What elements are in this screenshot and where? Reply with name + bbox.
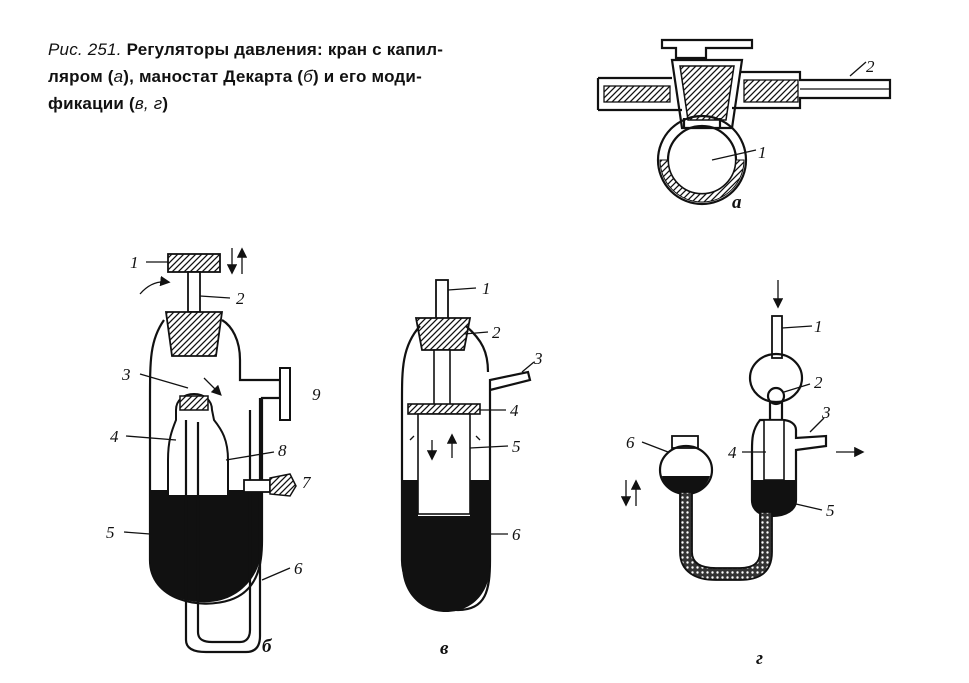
label-v-3: 3 [533,349,543,368]
sublabel-v: в [440,638,449,659]
label-b-2: 2 [236,289,245,308]
label-b-1: 1 [130,253,139,272]
label-g-2: 2 [814,373,823,392]
label-v-6: 6 [512,525,521,544]
label-a-2: 2 [866,57,875,76]
reservoir-bulb [656,114,748,206]
caption-line-1: Регуляторы давления: кран с капил- [126,40,444,59]
stopcock-handle [660,38,754,60]
caption-line-3a: фикации ( [48,94,135,113]
stopper [164,311,224,357]
knob [167,253,221,273]
side-tube [279,367,291,421]
label-b-4: 4 [110,427,119,446]
label-b-5: 5 [106,523,115,542]
sublabel-a: а [732,192,742,213]
label-b-3: 3 [121,365,131,384]
upper-bulb-g [748,352,804,404]
label-g-4: 4 [728,443,737,462]
liquid-v [402,480,490,612]
sublabel-g: г [756,648,763,669]
body-tube-left [596,76,682,112]
label-v-4: 4 [510,401,519,420]
hose-g [679,491,773,581]
caption-line-3b: ) [162,94,169,113]
label-b-9: 9 [312,385,321,404]
diagram-v-modification: 1 2 3 4 5 6 в [400,279,543,659]
sublabel-b: б [262,636,273,657]
label-v-1: 1 [482,279,491,298]
label-g-3: 3 [821,403,831,422]
label-v-2: 2 [492,323,501,342]
label-b-7: 7 [302,473,312,492]
clamp [243,479,271,493]
figure-caption: Рис. 251. Регуляторы давления: кран с ка… [48,36,568,117]
outer-vessel [148,319,282,605]
label-b-6: 6 [294,559,303,578]
caption-line-2c: ) и его моди- [312,67,422,86]
label-v-5: 5 [512,437,521,456]
diagram-g-modification: 1 2 3 4 5 6 г [620,280,865,669]
stem [187,271,201,313]
label-a-1: 1 [758,143,767,162]
inlet-tube-g [771,315,783,359]
diagram-a-stopcock: 2 1 а [596,38,892,213]
label-g-1: 1 [814,317,823,336]
stem-v [435,279,449,321]
label-b-8: 8 [278,441,287,460]
label-g-5: 5 [826,501,835,520]
label-g-6: 6 [626,433,635,452]
float-v [417,413,471,515]
caption-ref-vg: в, г [134,94,163,113]
caption-ref-b: б [303,67,313,86]
diagram-b-manostat: 1 2 3 4 5 6 7 8 9 б [106,247,321,657]
figure-number: Рис. 251. [48,40,122,59]
disk-v [407,403,481,415]
caption-ref-a: а [113,67,124,86]
stopper-v [414,317,472,351]
caption-line-2a: ляром ( [48,67,114,86]
caption-line-2b: ), маностат Декарта ( [123,67,304,86]
